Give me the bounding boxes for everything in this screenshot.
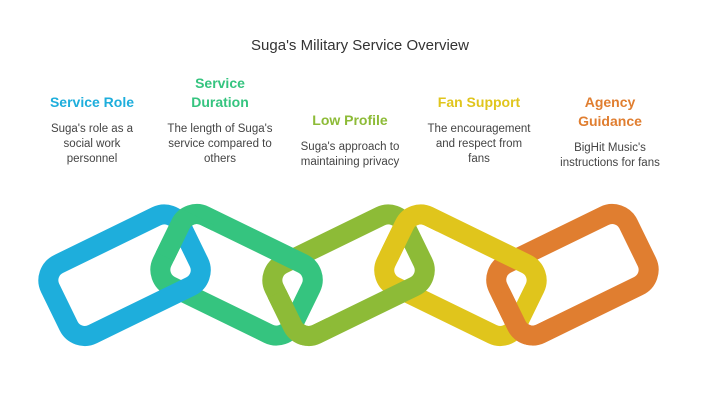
chain-overlap-yellow xyxy=(377,206,440,271)
chain-link-blue xyxy=(38,204,211,346)
diagram-title: Suga's Military Service Overview xyxy=(251,37,469,54)
column-heading: Service Duration xyxy=(191,75,249,110)
column-heading: Service Role xyxy=(49,94,135,110)
column-service-role: Service Role Suga's role as a social wor… xyxy=(32,93,152,167)
column-low-profile: Low Profile Suga's approach to maintaini… xyxy=(290,111,410,170)
column-fan-support: Fan Support The encouragement and respec… xyxy=(414,93,544,167)
column-service-duration: Service Duration The length of Suga's se… xyxy=(155,74,285,167)
column-heading: Low Profile xyxy=(312,112,388,128)
column-description: The encouragement and respect from fans xyxy=(427,123,531,165)
column-heading: Fan Support xyxy=(437,94,521,110)
chain-overlap-green xyxy=(152,205,215,271)
column-agency-guidance: Agency Guidance BigHit Music's instructi… xyxy=(545,93,675,171)
chain-overlap-olive xyxy=(266,278,334,346)
column-heading: Agency Guidance xyxy=(578,94,642,129)
column-description: The length of Suga's service compared to… xyxy=(167,123,273,165)
chain-overlap-orange xyxy=(491,277,559,346)
column-description: Suga's approach to maintaining privacy xyxy=(300,141,400,168)
column-description: Suga's role as a social work personnel xyxy=(50,123,134,165)
column-description: BigHit Music's instructions for fans xyxy=(560,142,660,169)
